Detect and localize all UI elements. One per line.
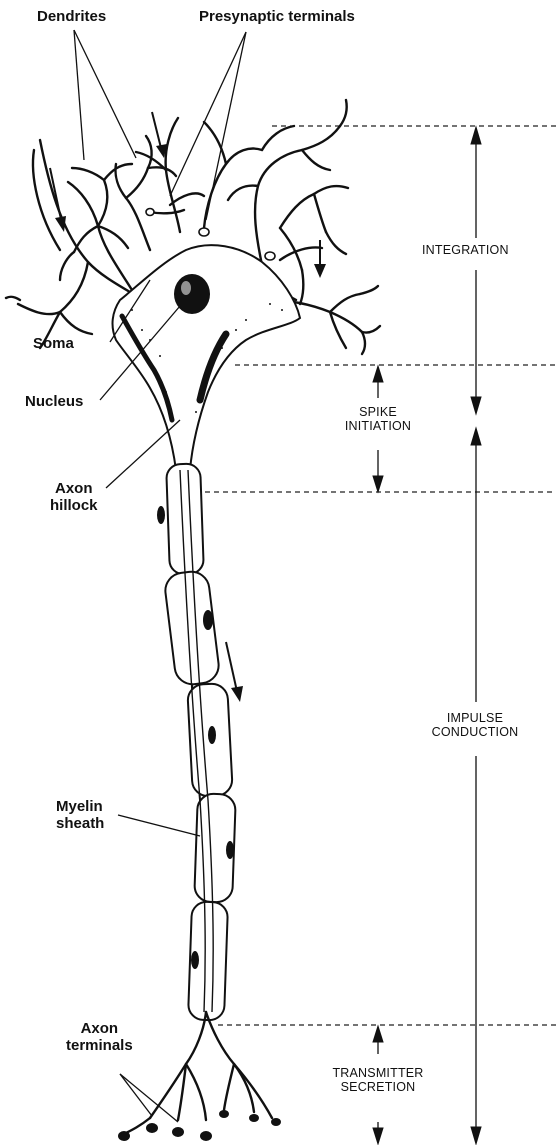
- dendrites-label: Dendrites: [37, 8, 106, 25]
- transmitter-secretion-label-line1: TRANSMITTER: [314, 1066, 442, 1080]
- axon-hillock-label-line2: hillock: [50, 497, 98, 514]
- integration-label: INTEGRATION: [420, 243, 511, 257]
- spike-initiation-label: SPIKE INITIATION: [336, 405, 420, 434]
- myelin-sheath-segments: [163, 463, 236, 1020]
- myelin-sheath-label-line1: Myelin: [56, 798, 104, 815]
- transmitter-secretion-label-line2: SECRETION: [314, 1080, 442, 1094]
- myelin-sheath-label-line2: sheath: [56, 815, 104, 832]
- myelin-sheath-label: Myelin sheath: [56, 798, 104, 833]
- axon-terminals-label-line1: Axon: [66, 1020, 133, 1037]
- axon-terminals: [124, 1012, 272, 1134]
- axon-hillock-label-line1: Axon: [50, 480, 98, 497]
- terminal-buttons: [118, 1110, 281, 1141]
- impulse-conduction-label-line2: CONDUCTION: [416, 725, 534, 739]
- impulse-conduction-label: IMPULSE CONDUCTION: [416, 711, 534, 740]
- integration-arrow: [471, 127, 481, 414]
- soma: [113, 245, 300, 470]
- axon-terminals-label: Axon terminals: [66, 1020, 133, 1055]
- axon-hillock-label: Axon hillock: [50, 480, 98, 515]
- axon-terminals-label-line2: terminals: [66, 1037, 133, 1054]
- presynaptic-terminals-label: Presynaptic terminals: [199, 8, 355, 25]
- nucleus-label: Nucleus: [25, 393, 83, 410]
- spike-initiation-label-line1: SPIKE: [336, 405, 420, 419]
- impulse-conduction-label-line1: IMPULSE: [416, 711, 534, 725]
- impulse-conduction-arrow: [471, 428, 481, 1144]
- transmitter-secretion-label: TRANSMITTER SECRETION: [314, 1066, 442, 1095]
- nucleus-shape: [174, 274, 210, 314]
- soma-label: Soma: [33, 335, 74, 352]
- spike-initiation-label-line2: INITIATION: [336, 419, 420, 433]
